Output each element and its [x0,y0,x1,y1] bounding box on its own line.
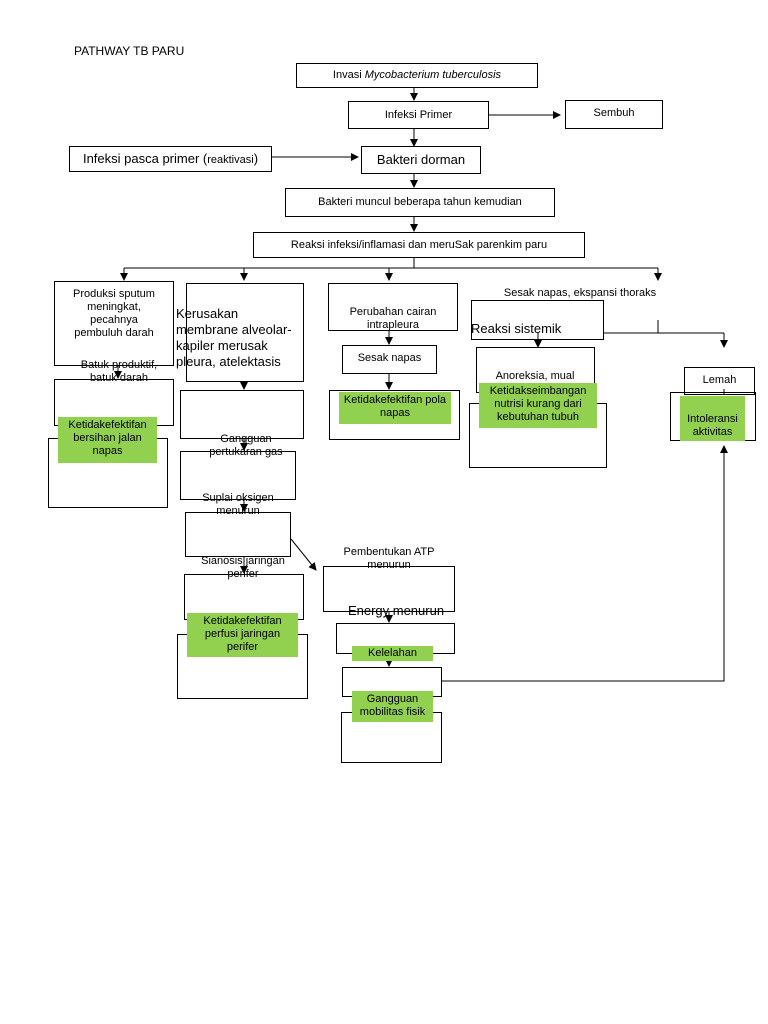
node-bakteri-dorman-label: Bakteri dorman [376,152,466,167]
node-invasi-label: Invasi Mycobacterium tuberculosis [332,69,502,81]
edge-kelelahan-intoleransi [442,445,728,682]
node-infeksi-primer-label: Infeksi Primer [384,109,453,121]
diagnosis-pola-napas: Ketidakefektifan pola napas [339,392,451,424]
node-bakteri-muncul-label: Bakteri muncul beberapa tahun kemudian [318,196,522,208]
node-reaksi-sistemik-label: Reaksi sistemik [471,321,562,336]
node-sesak-napas-label: Sesak napas [357,352,422,364]
node-pembentukan-atp-label: Pembentukan ATP menurun [343,546,435,571]
node-kerusakan-sub-box [180,390,304,439]
node-suplai-oksigen-label: Suplai oksigen menurun [202,492,274,517]
node-gangguan-pertukaran-label: Gangguan pertukaran gas [209,433,283,458]
node-kerusakan-label: Kerusakan membrane alveolar- kapiler mer… [176,306,292,369]
node-infeksi-primer: Infeksi Primer [348,101,489,129]
diagnosis-intoleransi-aktivitas: Intoleransi aktivitas [680,396,745,441]
node-reaksi-infeksi: Reaksi infeksi/inflamasi dan meruSak par… [253,232,585,258]
node-batuk-produktif-label: Batuk produktif, batuk darah [80,359,158,384]
diagram-title: PATHWAY TB PARU [74,44,185,58]
node-perubahan-cairan-label: Perubahan cairan intrapleura [349,306,437,331]
node-sesak-ekspansi-label: Sesak napas, ekspansi thoraks [503,287,657,299]
node-sianosis-label: Sianosis jaringan perifer [201,555,285,580]
node-reaksi-infeksi-label: Reaksi infeksi/inflamasi dan meruSak par… [290,239,548,251]
node-sesak-napas: Sesak napas [342,345,437,374]
node-invasi: Invasi Mycobacterium tuberculosis [296,63,538,88]
node-produksi-sputum-label: Produksi sputum meningkat, pecahnya pemb… [73,288,155,339]
node-pasca-primer: Infeksi pasca primer (reaktivasi) [69,146,272,172]
diagnosis-mobilitas-fisik: Gangguan mobilitas fisik [352,691,433,722]
node-sembuh-label: Sembuh [593,107,635,119]
diagnosis-perfusi-jaringan: Ketidakefektifan perfusi jaringan perife… [187,613,298,657]
node-bakteri-muncul: Bakteri muncul beberapa tahun kemudian [285,188,555,217]
node-atp-box [323,566,455,612]
node-kerusakan-box [186,283,304,382]
node-pola-box [329,390,460,440]
node-lemah-label: Lemah [702,374,737,386]
diagnosis-kelelahan: Kelelahan [352,646,433,661]
node-pasca-primer-label: Infeksi pasca primer (reaktivasi) [82,151,259,166]
node-energy-menurun-label: Energy menurun [347,603,445,618]
node-perubahan-box: Perubahan cairan intrapleura [328,283,458,331]
edge-suplai-atp [290,538,317,571]
diagnosis-bersihan-jalan-napas: Ketidakefektifan bersihan jalan napas [58,417,157,463]
node-lemah: Lemah [684,367,755,395]
node-suplai-box [185,512,291,557]
node-gangguan-box [180,451,296,500]
diagnosis-nutrisi: Ketidakseimbangan nutrisi kurang dari ke… [479,383,597,428]
node-bakteri-dorman: Bakteri dorman [361,146,481,174]
node-sembuh: Sembuh [565,100,663,129]
node-anoreksia-label: Anoreksia, mual [495,370,575,382]
node-produksi-sputum: Produksi sputum meningkat, pecahnya pemb… [54,281,174,366]
node-reaksi-sistemik-box [471,300,604,340]
